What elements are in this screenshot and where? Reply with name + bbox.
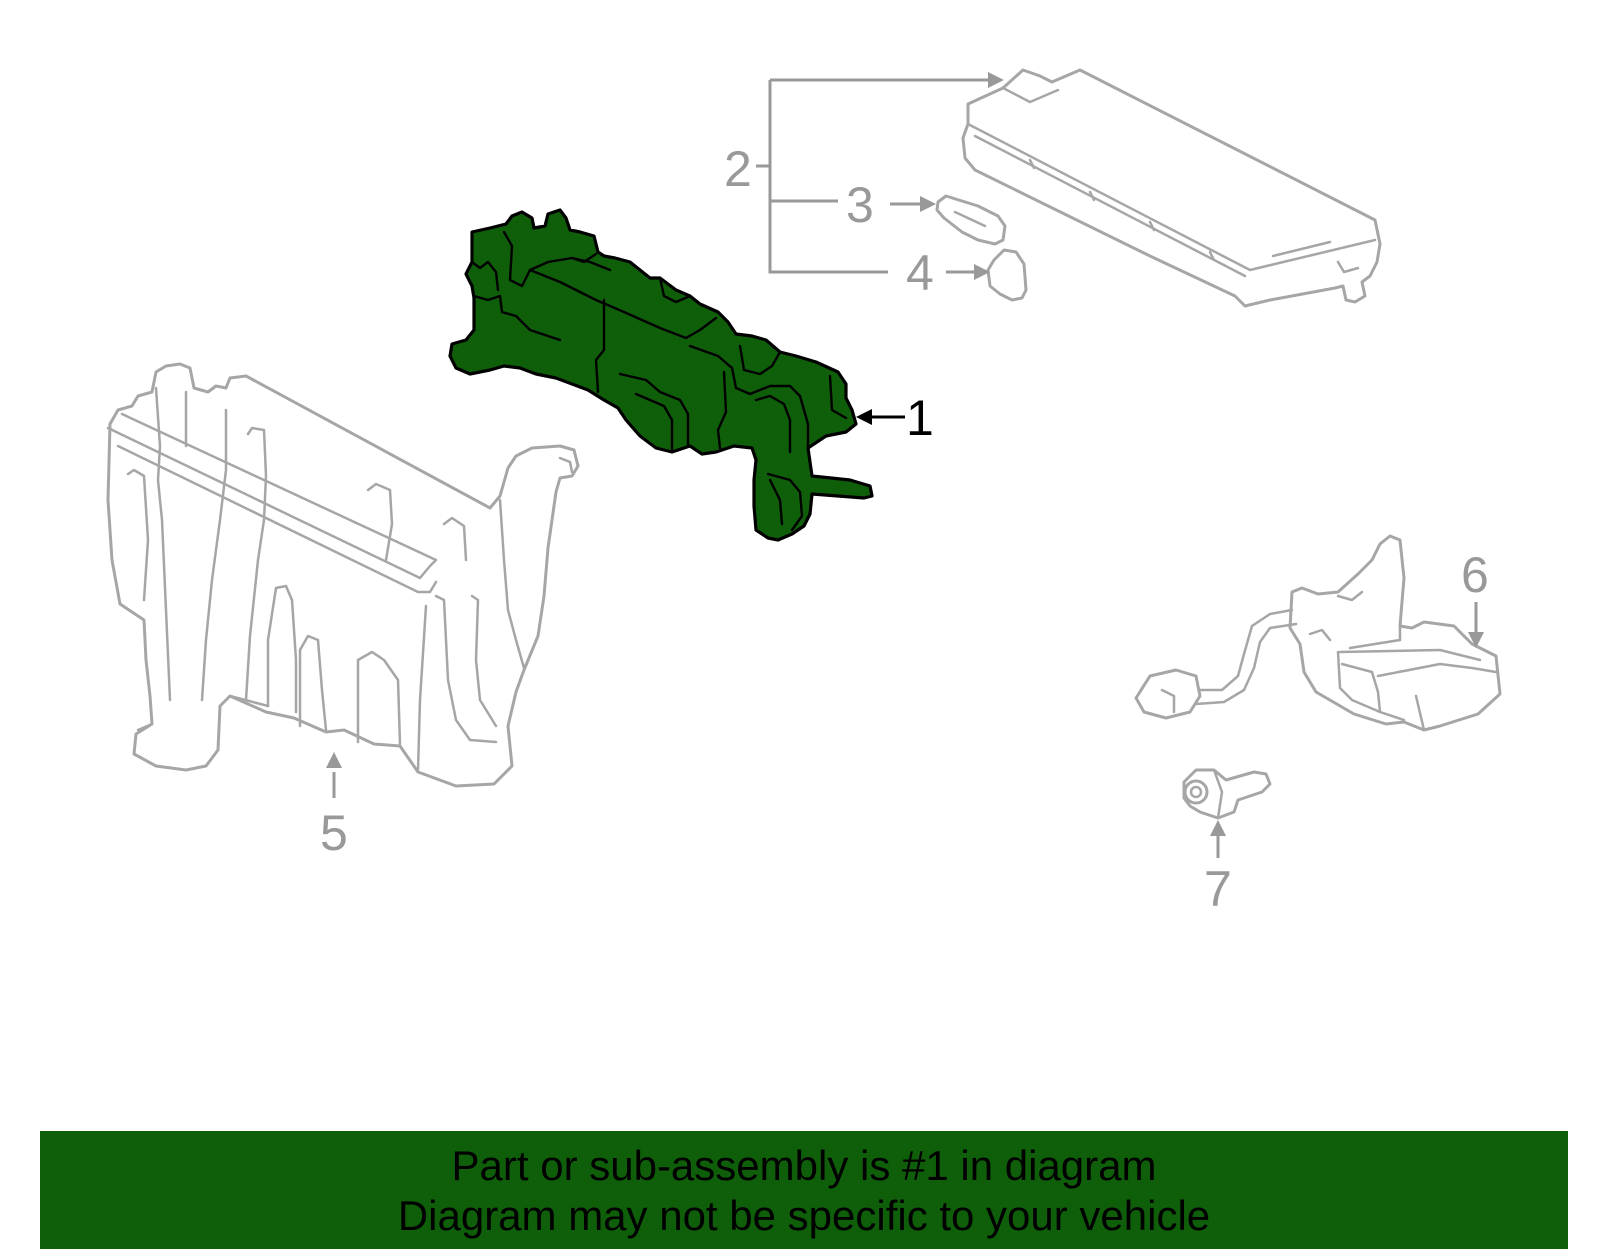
- callout-label-2: 2: [724, 141, 752, 197]
- part-7-switch[interactable]: [1182, 768, 1272, 820]
- callout-2: 2: [724, 72, 1004, 274]
- callout-6: 6: [1461, 547, 1489, 648]
- callout-7: 7: [1204, 820, 1232, 917]
- callout-4: 4: [906, 245, 990, 301]
- callout-label-6: 6: [1461, 547, 1489, 603]
- callout-label-3: 3: [846, 177, 874, 233]
- part-5-lower-tray[interactable]: [106, 362, 580, 788]
- callout-5: 5: [320, 752, 348, 861]
- callout-label-7: 7: [1204, 861, 1232, 917]
- callout-label-5: 5: [320, 805, 348, 861]
- footer-line-2: Diagram may not be specific to your vehi…: [397, 1192, 1211, 1239]
- callout-label-4: 4: [906, 245, 934, 301]
- part-3-fuse-puller[interactable]: [935, 194, 1007, 246]
- part-6-relay[interactable]: [1134, 534, 1502, 732]
- footer-line-1: Part or sub-assembly is #1 in diagram: [451, 1142, 1157, 1189]
- part-4-fuse[interactable]: [986, 248, 1028, 302]
- part-1-junction-block[interactable]: [448, 208, 874, 542]
- callout-3: 3: [846, 177, 936, 233]
- part-2-cover[interactable]: [961, 68, 1382, 308]
- callout-label-1: 1: [906, 390, 934, 446]
- footer-banner: Part or sub-assembly is #1 in diagram Di…: [40, 1131, 1568, 1249]
- callout-1: 1: [856, 390, 934, 446]
